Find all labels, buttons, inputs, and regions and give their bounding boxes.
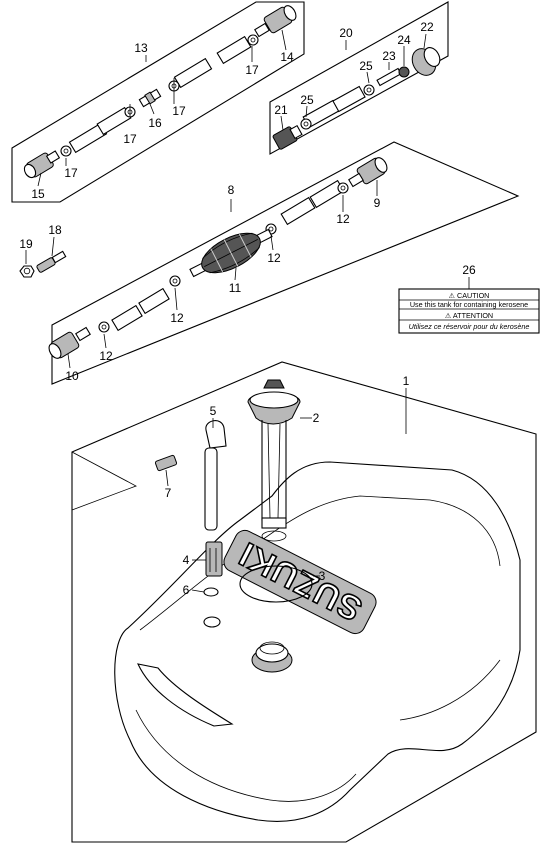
callout-15: 15 <box>31 187 45 201</box>
leader-lines <box>25 29 470 593</box>
callout-numbers: 13 14 17 17 16 17 17 15 20 22 24 23 25 2… <box>19 20 476 597</box>
callout-3: 3 <box>319 569 326 583</box>
warning-label-26: ⚠ CAUTION Use this tank for containing k… <box>398 288 540 334</box>
fuel-line-assembly-8-group <box>48 141 520 385</box>
callout-21: 21 <box>274 103 288 117</box>
callout-26: 26 <box>462 263 476 277</box>
callout-17d: 17 <box>245 63 259 77</box>
fuel-gauge-2 <box>239 379 313 603</box>
caution-title: ⚠ CAUTION <box>449 291 490 300</box>
callout-6: 6 <box>183 583 190 597</box>
pickup-and-small-parts <box>154 420 227 597</box>
callout-4: 4 <box>183 553 190 567</box>
callout-20: 20 <box>339 26 353 40</box>
callout-22: 22 <box>420 20 434 34</box>
callout-9: 9 <box>374 196 381 210</box>
attention-title: ⚠ ATTENTION <box>445 311 493 320</box>
callout-7: 7 <box>165 486 172 500</box>
callout-12c: 12 <box>267 251 281 265</box>
fitting-7 <box>154 454 178 472</box>
callout-19: 19 <box>19 237 33 251</box>
loose-fittings-group <box>19 250 67 278</box>
callout-17c: 17 <box>172 104 186 118</box>
callout-23: 23 <box>382 49 396 63</box>
callout-24: 24 <box>397 33 411 47</box>
fuel-tank-group-1: SUZUKI <box>71 361 537 843</box>
attention-text: Utilisez ce réservoir pour du kerosène <box>409 322 530 331</box>
callout-10: 10 <box>65 369 79 383</box>
callout-12d: 12 <box>336 212 350 226</box>
callout-16: 16 <box>148 116 162 130</box>
callout-11: 11 <box>229 281 242 295</box>
caution-text: Use this tank for containing kerosene <box>410 300 528 309</box>
callout-25b: 25 <box>300 93 314 107</box>
hose-assembly-13-group <box>11 1 305 203</box>
o-ring-3 <box>239 565 313 603</box>
callout-2: 2 <box>313 411 320 425</box>
callout-12b: 12 <box>170 311 184 325</box>
callout-17a: 17 <box>64 166 78 180</box>
primer-bulb <box>189 228 273 278</box>
filter-4 <box>205 541 223 577</box>
callout-17b: 17 <box>123 132 137 146</box>
callout-13: 13 <box>134 41 148 55</box>
callout-18: 18 <box>48 223 62 237</box>
callout-12a: 12 <box>99 349 113 363</box>
hose-assembly-20-group <box>269 1 449 155</box>
callout-25a: 25 <box>359 59 373 73</box>
callout-14: 14 <box>280 50 294 64</box>
callout-8: 8 <box>228 183 235 197</box>
callout-1: 1 <box>403 374 410 388</box>
callout-5: 5 <box>210 404 217 418</box>
